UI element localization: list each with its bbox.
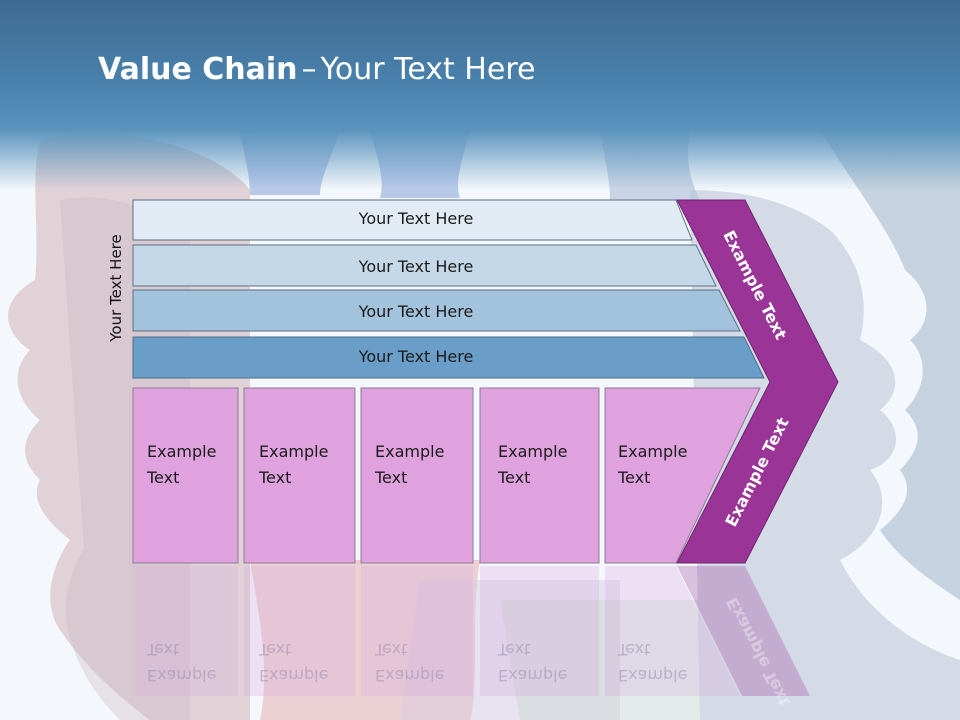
column-1-reflection-line2: Text <box>147 640 180 659</box>
column-3-reflection: Example Text <box>375 636 444 688</box>
column-5-shape <box>604 387 761 564</box>
bottom-blob-1 <box>250 560 480 720</box>
column-2-reflection-line1: Example <box>259 666 329 685</box>
band-3-label: Your Text Here <box>358 302 474 321</box>
band-3-shape <box>132 289 741 332</box>
column-2-line1: Example <box>259 442 329 461</box>
band-4-shape <box>132 336 765 379</box>
column-5-reflection: Example Text <box>618 636 687 688</box>
column-4-label: Example Text <box>498 439 567 491</box>
reflection <box>133 566 810 696</box>
band-2-label: Your Text Here <box>358 257 474 276</box>
band-1-shape <box>132 199 693 241</box>
column-3-reflection-line1: Example <box>375 666 445 685</box>
column-2-line2: Text <box>259 468 292 487</box>
margin-chevron <box>676 199 839 564</box>
band-1-label: Your Text Here <box>358 209 474 228</box>
column-4-reflection-line2: Text <box>498 640 531 659</box>
column-3-shape <box>360 387 474 564</box>
column-1-shape <box>132 387 239 564</box>
column-1-line1: Example <box>147 442 217 461</box>
bottom-blob-2 <box>400 580 620 720</box>
column-5-line1: Example <box>618 442 688 461</box>
side-label-text: Your Text Here <box>107 234 125 342</box>
column-3-reflection-line2: Text <box>375 640 408 659</box>
title-rest: Your Text Here <box>320 52 536 87</box>
column-3-line2: Text <box>375 468 408 487</box>
column-5-label: Example Text <box>618 439 687 491</box>
column-2-reflection-line2: Text <box>259 640 292 659</box>
column-3-label: Example Text <box>375 439 444 491</box>
column-2-shape <box>243 387 356 564</box>
column-4-line1: Example <box>498 442 568 461</box>
bottom-blob-3 <box>500 600 700 720</box>
column-4-line2: Text <box>498 468 531 487</box>
column-4-reflection: Example Text <box>498 636 567 688</box>
column-5-reflection-line1: Example <box>618 666 688 685</box>
column-2-label: Example Text <box>259 439 328 491</box>
column-3-line1: Example <box>375 442 445 461</box>
column-1-label: Example Text <box>147 439 216 491</box>
slide-title: Value Chain–Your Text Here <box>98 52 535 96</box>
column-5-reflection-line2: Text <box>618 640 651 659</box>
column-1-line2: Text <box>147 468 180 487</box>
header-bar <box>0 0 960 190</box>
band-4-label: Your Text Here <box>358 347 474 366</box>
column-4-shape <box>479 387 600 564</box>
title-dash: – <box>301 52 317 87</box>
title-bold: Value Chain <box>98 52 298 87</box>
column-2-reflection: Example Text <box>259 636 328 688</box>
column-4-reflection-line1: Example <box>498 666 568 685</box>
right-face-back <box>820 130 960 600</box>
column-5-line2: Text <box>618 468 651 487</box>
column-1-reflection-line1: Example <box>147 666 217 685</box>
band-2-shape <box>132 244 717 287</box>
column-1-reflection: Example Text <box>147 636 216 688</box>
